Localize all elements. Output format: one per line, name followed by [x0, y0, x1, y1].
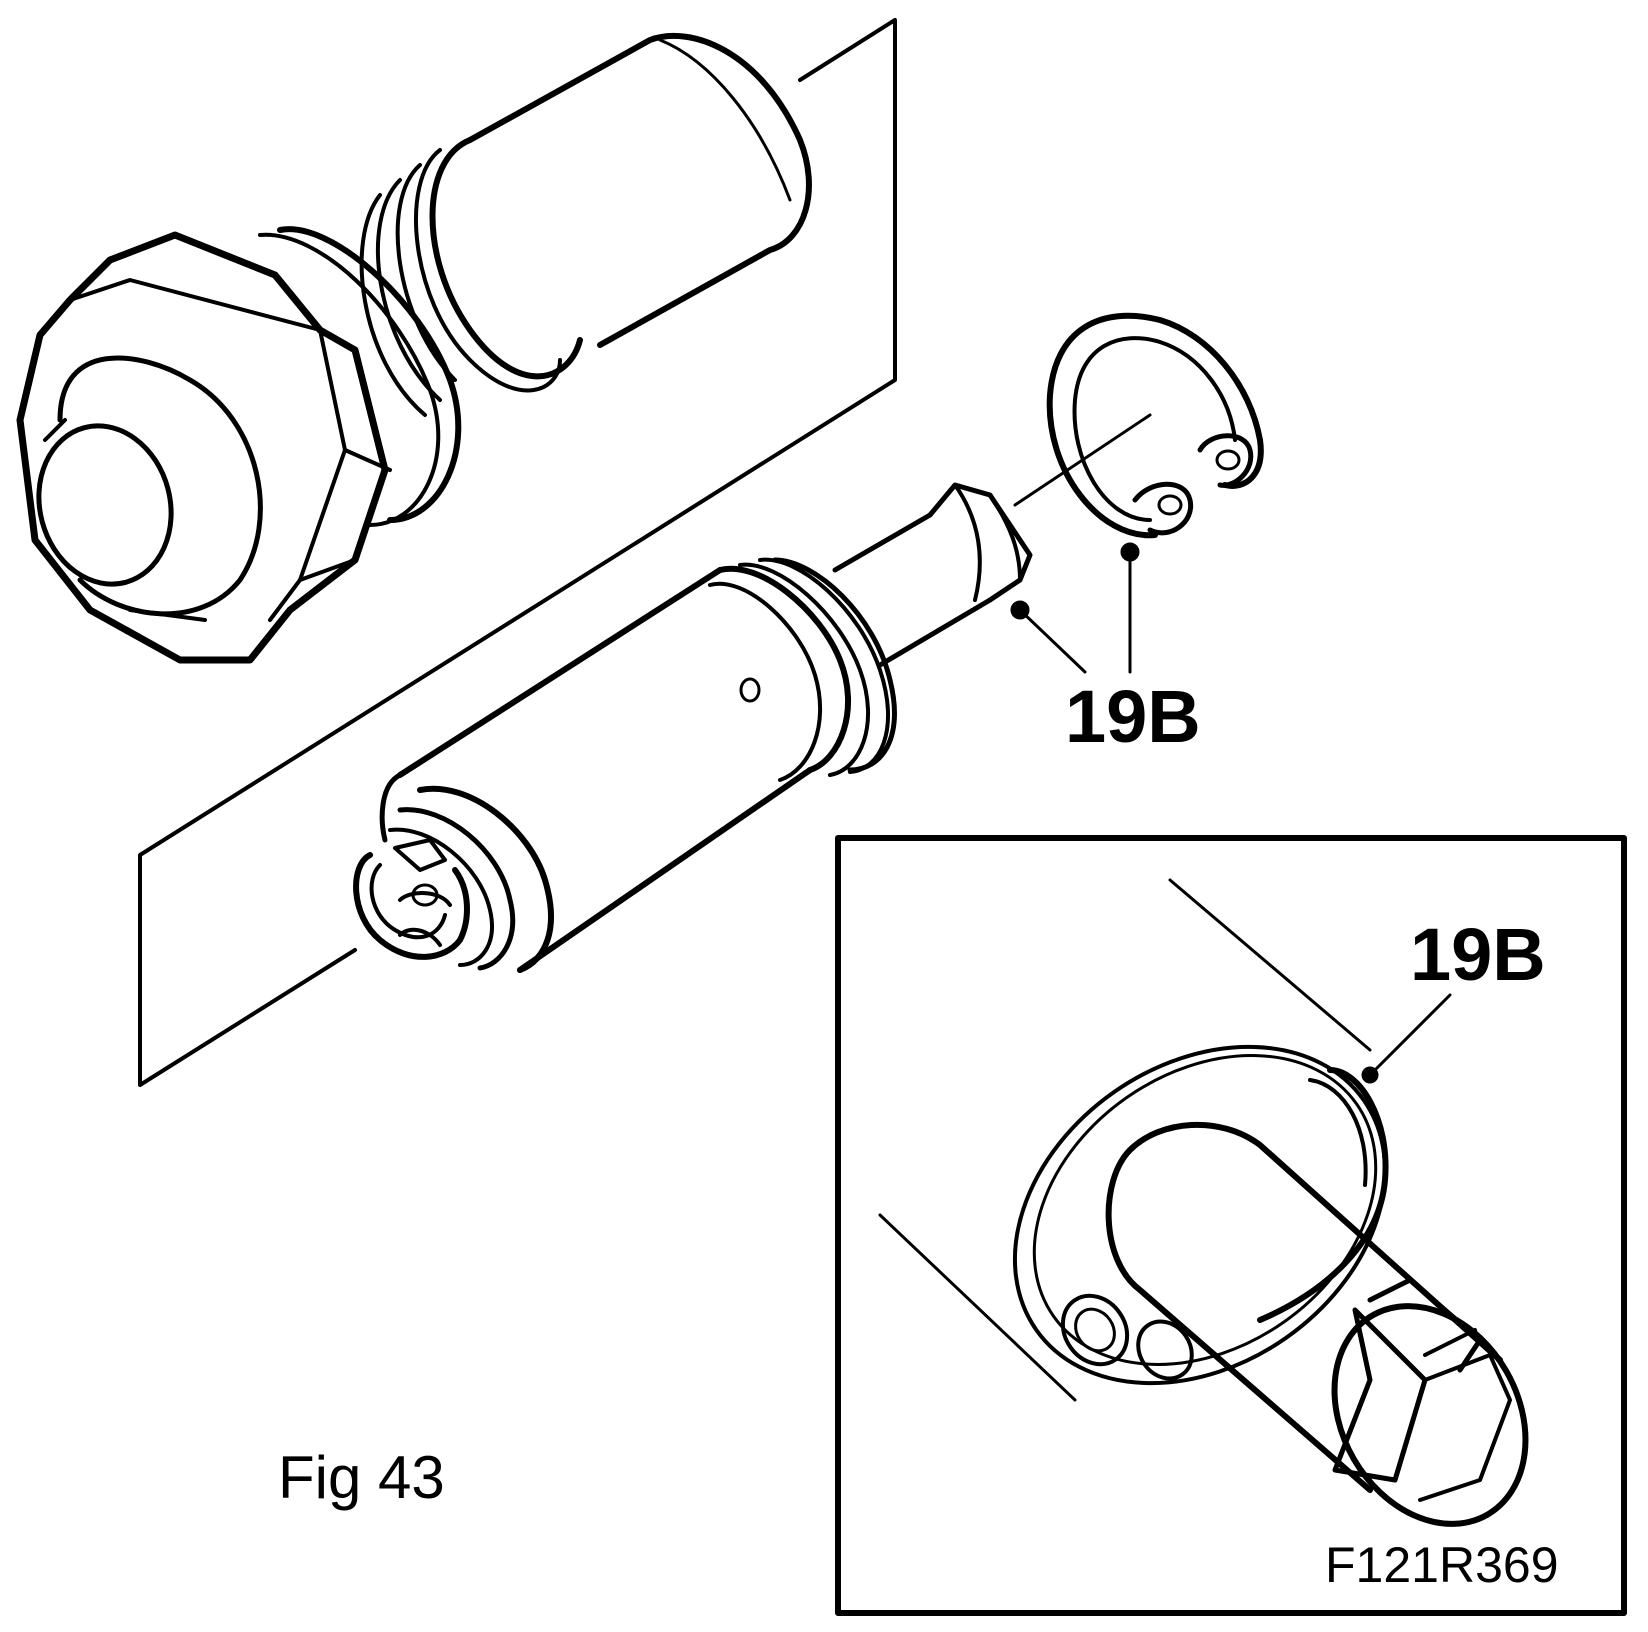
spool-assembly: [353, 482, 1033, 973]
drawing-code: F121R369: [1325, 1537, 1559, 1593]
mounting-plane: [138, 18, 897, 1087]
callout-leaders: [1010, 542, 1140, 674]
figure-caption: Fig 43: [278, 1444, 445, 1511]
callout-19b-main: 19B: [1065, 675, 1201, 758]
valve-body: [16, 33, 812, 664]
retaining-ring: [1013, 312, 1264, 539]
inset-detail: [835, 835, 1627, 1616]
callout-19b-inset: 19B: [1410, 913, 1546, 996]
